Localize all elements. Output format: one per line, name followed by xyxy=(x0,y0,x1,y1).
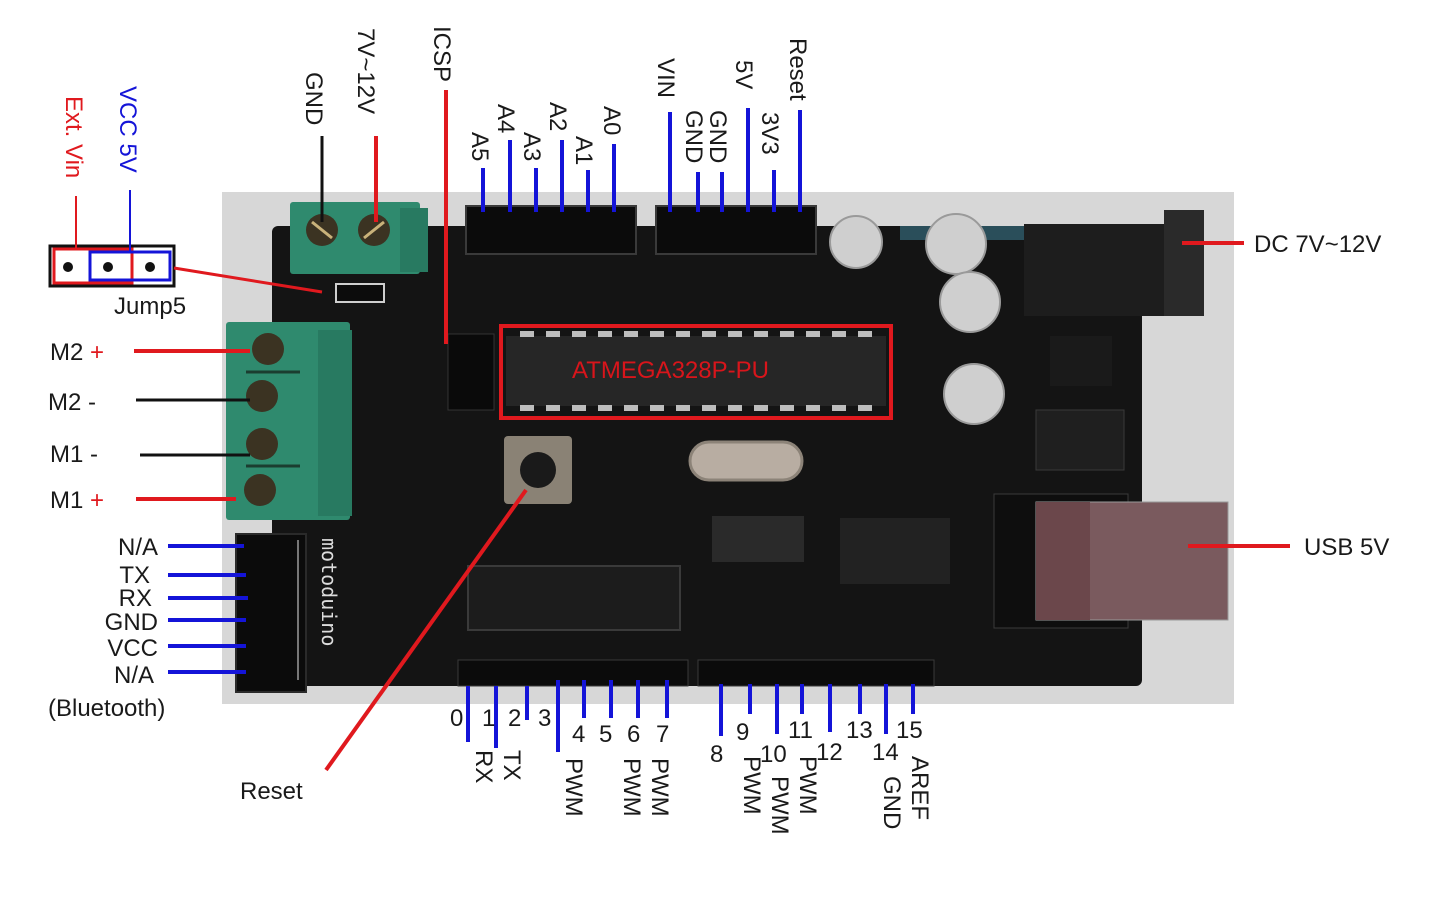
bluetooth-header-housing xyxy=(235,533,307,693)
bluetooth-pin-label: N/A xyxy=(118,534,158,561)
digital-pin-function: RX xyxy=(470,750,497,783)
reset-label: Reset xyxy=(240,778,303,805)
digital-pin-function: PWM xyxy=(738,756,765,815)
usb-serial-chip xyxy=(840,518,950,584)
motor-driver-chip xyxy=(467,565,681,631)
dc-jack-label: DC 7V~12V xyxy=(1254,231,1381,258)
digital-pin-function: PWM xyxy=(560,758,587,817)
gnd-terminal-label: GND xyxy=(300,72,327,125)
brand-silkscreen: motoduino xyxy=(317,538,341,646)
reset-button xyxy=(504,436,572,504)
analog-pin-label: A1 xyxy=(570,136,597,165)
reset-pointer-line xyxy=(324,488,528,772)
crystal-oscillator xyxy=(688,440,804,482)
bluetooth-pin-label: N/A xyxy=(114,662,154,689)
power-header-housing xyxy=(655,205,817,255)
digital-pin-number: 15 xyxy=(896,717,923,744)
digital-pin-number: 1 xyxy=(482,705,495,732)
analog-pin-label: A0 xyxy=(598,106,625,135)
power-pin-label: GND xyxy=(704,110,731,163)
digital-pin-function: PWM xyxy=(794,756,821,815)
digital-pin-number: 6 xyxy=(627,721,640,748)
digital-pin-function: PWM xyxy=(766,776,793,835)
digital-pin-number: 8 xyxy=(710,741,723,768)
motor-terminal-label: M1 - xyxy=(50,441,98,468)
motor-terminal-label: M1 + xyxy=(50,487,104,514)
power-pin-label: 5V xyxy=(730,60,757,89)
mcu-highlight-box xyxy=(499,324,893,420)
dc-jack xyxy=(1024,210,1204,316)
digital-pin-lines-left xyxy=(466,680,669,752)
capacitors xyxy=(829,213,1005,425)
digital-pin-number: 9 xyxy=(736,719,749,746)
digital-pin-number: 7 xyxy=(656,721,669,748)
power-pin-label: VIN xyxy=(652,58,679,98)
digital-pin-function: TX xyxy=(498,750,525,781)
digital-pin-number: 13 xyxy=(846,717,873,744)
power-screw-terminal xyxy=(290,202,428,274)
analog-pin-label: A5 xyxy=(466,132,493,161)
power-pin-lines xyxy=(668,108,802,212)
digital-pin-number: 0 xyxy=(450,705,463,732)
voltage-regulator xyxy=(1050,336,1112,386)
bluetooth-pin-label: VCC xyxy=(107,635,158,662)
bluetooth-pin-lines xyxy=(168,544,248,674)
motor-terminal-label: M2 - xyxy=(48,389,96,416)
vcc-5v-label: VCC 5V xyxy=(114,86,141,173)
digital-pin-lines-right xyxy=(719,684,915,736)
digital-pin-function: PWM xyxy=(646,758,673,817)
digital-pin-number: 14 xyxy=(872,739,899,766)
ext-vin-label: Ext. Vin xyxy=(60,96,87,178)
digital-pin-number: 2 xyxy=(508,705,521,732)
eeprom-chip xyxy=(712,516,804,562)
usb-label: USB 5V xyxy=(1304,534,1389,561)
bluetooth-caption: (Bluetooth) xyxy=(48,695,165,722)
vin-terminal-label: 7V~12V xyxy=(352,28,379,114)
mcu-chip xyxy=(506,331,886,411)
digital-pin-function: GND xyxy=(878,776,905,829)
digital-pin-function: AREF xyxy=(906,756,933,820)
bluetooth-pin-label: RX xyxy=(119,585,152,612)
mcu-label: ATMEGA328P-PU xyxy=(572,357,769,384)
power-pin-label: GND xyxy=(680,110,707,163)
analog-pin-lines xyxy=(481,140,616,212)
analog-pin-label: A2 xyxy=(544,102,571,131)
usb-connector xyxy=(993,493,1229,629)
digital-pin-number: 10 xyxy=(760,741,787,768)
digital-pin-number: 5 xyxy=(599,721,612,748)
jumper-cap xyxy=(335,283,385,303)
power-pin-label: 3V3 xyxy=(756,112,783,155)
digital-pin-function: PWM xyxy=(618,758,645,817)
analog-pin-label: A4 xyxy=(492,104,519,133)
motor-terminal-label: M2 + xyxy=(50,339,104,366)
digital-header-right-housing xyxy=(697,659,935,687)
icsp-header xyxy=(447,333,495,411)
analog-header-housing xyxy=(465,205,637,255)
digital-header-left-housing xyxy=(457,659,689,687)
digital-pin-number: 12 xyxy=(816,739,843,766)
digital-pin-number: 4 xyxy=(572,721,585,748)
digital-pin-number: 11 xyxy=(788,717,813,744)
bluetooth-pin-label: GND xyxy=(105,609,158,636)
power-pin-label: Reset xyxy=(784,38,811,101)
jumper-name-label: Jump5 xyxy=(114,293,186,320)
digital-pin-number: 3 xyxy=(538,705,551,732)
regulator-small xyxy=(1035,409,1125,471)
motor-screw-terminal xyxy=(226,322,352,520)
icsp-label: ICSP xyxy=(428,26,455,82)
analog-pin-label: A3 xyxy=(518,132,545,161)
jumper-diagram xyxy=(48,190,323,294)
bluetooth-pin-label: TX xyxy=(119,562,150,589)
